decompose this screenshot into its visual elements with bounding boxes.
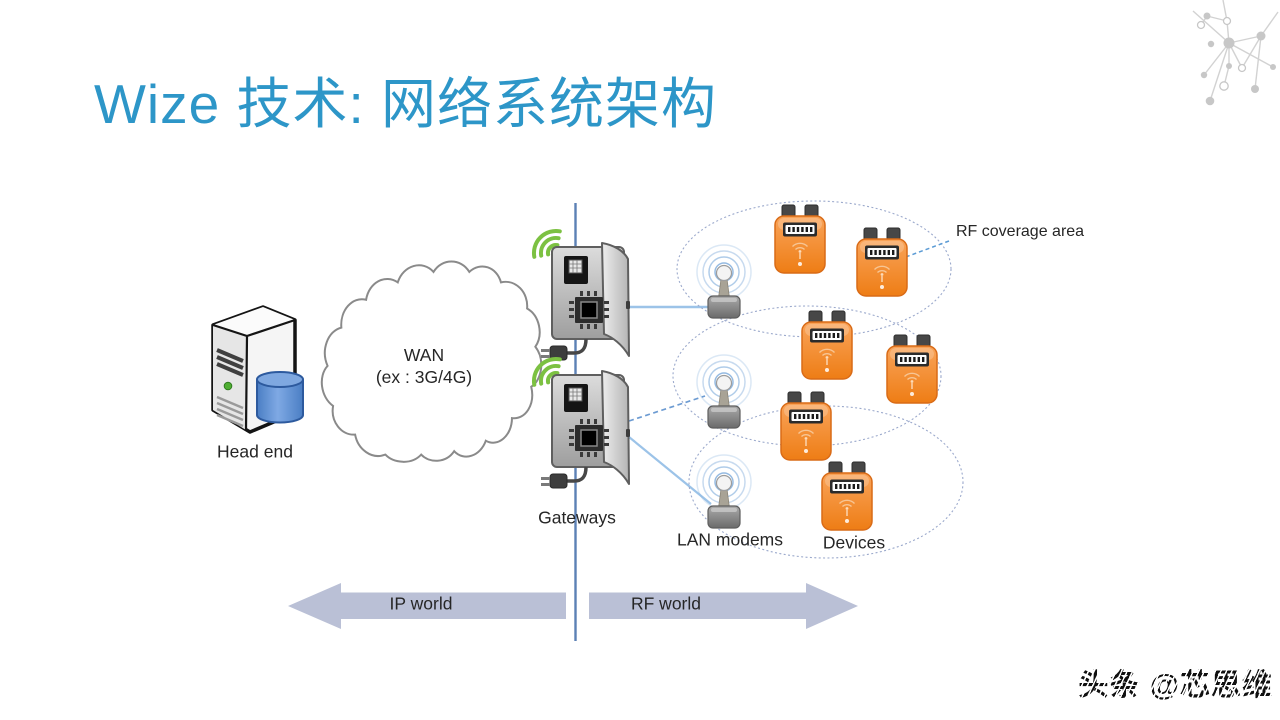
device-meter-icon-3 (801, 310, 853, 380)
device-meter-icon-4 (886, 334, 938, 404)
database-icon (256, 371, 304, 424)
lan-modem-icon-2 (696, 354, 752, 429)
device-meter-icon-5 (780, 391, 832, 461)
ip-world-arrow (288, 583, 566, 629)
wan-label: WAN (ex : 3G/4G) (376, 344, 472, 388)
wan-label-line1: WAN (403, 345, 445, 365)
wan-cloud-shape (322, 261, 541, 461)
rf-coverage-ellipse-1 (676, 200, 952, 338)
gateways-label: Gateways (538, 507, 616, 528)
gateway2-modem3-link (628, 436, 712, 505)
gateway-1-icon (531, 228, 632, 362)
watermark: 头条 @芯思维 (1078, 660, 1273, 704)
device-meter-icon-1 (774, 204, 826, 274)
devices-label: Devices (822, 532, 886, 553)
network-decoration-nodes (1200, 12, 1276, 106)
network-decoration-graphic (1192, 0, 1279, 106)
lan-modems-label: LAN modems (676, 529, 784, 550)
network-decoration-ring-nodes (1196, 16, 1247, 91)
ip-world-label: IP world (389, 593, 453, 614)
gateway-2-icon (531, 356, 632, 490)
rf-coverage-label: RF coverage area (956, 223, 1085, 240)
device-meter-icon-2 (856, 227, 908, 297)
wan-label-line2: (ex : 3G/4G) (375, 367, 473, 387)
device-meter-icon-6 (821, 461, 873, 531)
server-power-led (223, 381, 233, 391)
slide-title: Wize 技术: 网络系统架构 (94, 73, 718, 135)
lan-modem-icon-3 (696, 454, 752, 529)
head-end-label: Head end (217, 441, 293, 462)
rf-world-arrow (589, 583, 858, 629)
rf-world-label: RF world (630, 593, 702, 614)
head-end-server-icon (211, 305, 304, 434)
gateway2-modem2-link-dashed (628, 395, 706, 422)
rf-coverage-pointer-line (902, 240, 950, 259)
